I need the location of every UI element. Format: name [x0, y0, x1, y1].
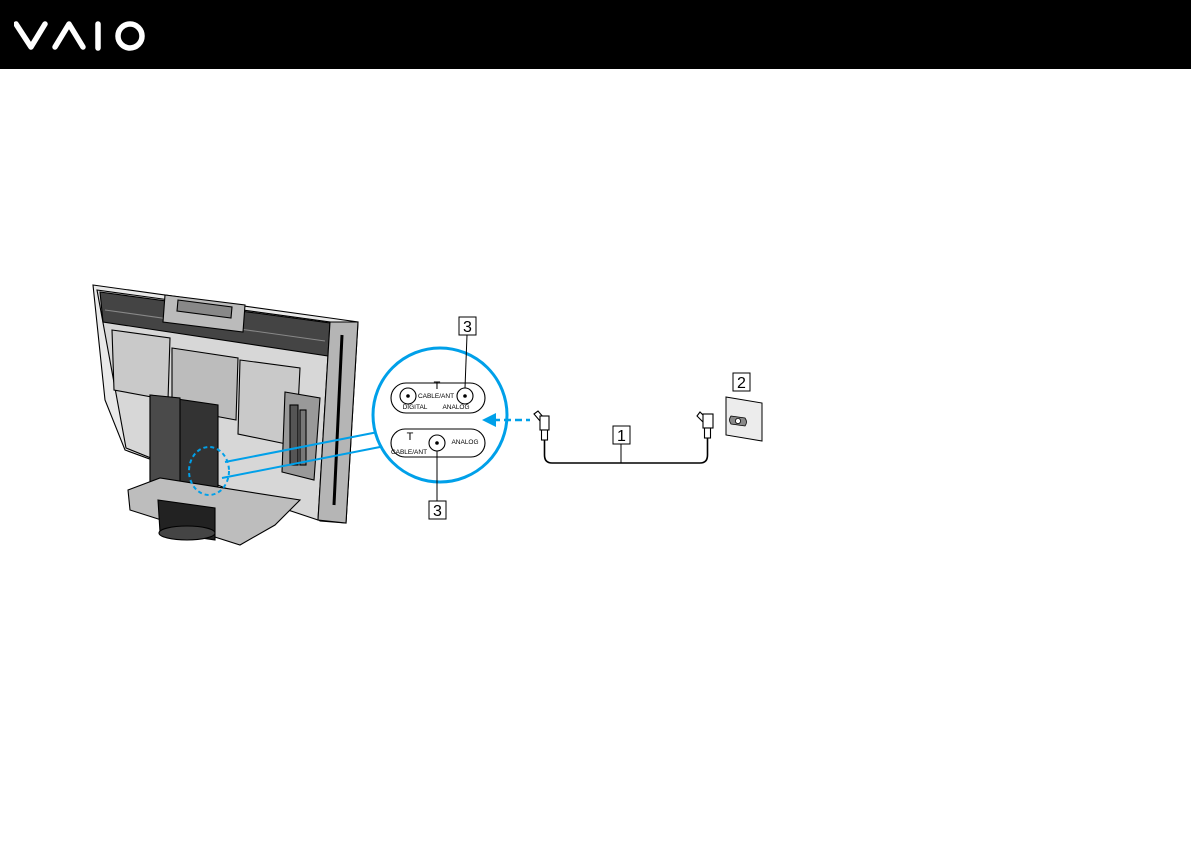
- svg-text:3: 3: [433, 503, 442, 520]
- analog-label: ANALOG: [451, 439, 478, 446]
- antenna-symbol: T: [434, 380, 441, 392]
- callout-1-cable: 1: [613, 426, 630, 463]
- svg-text:3: 3: [463, 319, 472, 336]
- analog-label: ANALOG: [442, 404, 469, 411]
- monitor-rear-illustration: [93, 285, 358, 545]
- antenna-symbol: T: [407, 431, 414, 443]
- wall-outlet: [726, 397, 762, 441]
- svg-text:2: 2: [737, 375, 746, 392]
- digital-label: DIGITAL: [403, 404, 428, 411]
- callout-2-outlet: 2: [733, 373, 750, 392]
- svg-text:1: 1: [617, 428, 626, 445]
- magnified-port-panel: T CABLE/ANT DIGITAL ANALOG T CABLE/ANT A…: [373, 348, 507, 482]
- cable-ant-label: CABLE/ANT: [418, 393, 454, 400]
- cable-ant-label: CABLE/ANT: [391, 449, 427, 456]
